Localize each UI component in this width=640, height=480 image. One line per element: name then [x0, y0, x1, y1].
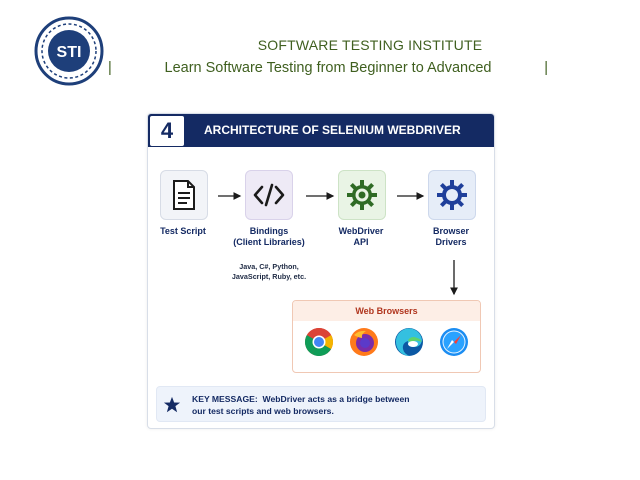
star-icon — [163, 396, 181, 413]
architecture-slide: 4 ARCHITECTURE OF SELENIUM WEBDRIVER Tes… — [147, 113, 495, 429]
key-message-box: KEY MESSAGE: WebDriver acts as a bridge … — [156, 386, 486, 422]
code-icon — [253, 183, 285, 207]
gear-icon — [347, 180, 377, 210]
slide-title: ARCHITECTURE OF SELENIUM WEBDRIVER — [204, 123, 461, 137]
drivers-label-line2: Drivers — [435, 237, 467, 247]
bindings-label: Bindings (Client Libraries) — [224, 226, 314, 248]
webdriver-label-line1: WebDriver — [338, 226, 384, 236]
drivers-label-line1: Browser — [432, 226, 469, 236]
sti-logo: STI — [34, 16, 104, 86]
bindings-node — [245, 170, 293, 220]
languages-line2: JavaScript, Ruby, etc. — [231, 272, 307, 281]
key-message-line1: WebDriver acts as a bridge between — [262, 394, 410, 404]
key-message-line2: our test scripts and web browsers. — [192, 406, 334, 416]
web-browsers-title: Web Browsers — [293, 301, 480, 321]
logo-text: STI — [57, 44, 82, 61]
webdriver-api-node — [338, 170, 386, 220]
key-message-label: KEY MESSAGE: — [192, 394, 258, 404]
tagline: Learn Software Testing from Beginner to … — [164, 60, 492, 76]
bindings-label-line1: Bindings — [249, 226, 289, 236]
flow-arrows — [218, 192, 458, 296]
webdriver-label-line2: API — [353, 237, 369, 247]
separator-left: | — [108, 60, 112, 76]
webdriver-api-label: WebDriver API — [326, 226, 396, 248]
tagline-row: | Learn Software Testing from Beginner t… — [108, 60, 548, 76]
edge-icon — [394, 328, 423, 357]
browser-drivers-node — [428, 170, 476, 220]
separator-right: | — [544, 60, 548, 76]
test-script-label: Test Script — [160, 226, 206, 236]
chrome-icon — [305, 328, 334, 356]
slide-header: 4 ARCHITECTURE OF SELENIUM WEBDRIVER — [148, 114, 494, 147]
bindings-languages: Java, C#, Python, JavaScript, Ruby, etc. — [218, 262, 320, 282]
key-message-text: KEY MESSAGE: WebDriver acts as a bridge … — [192, 393, 462, 417]
web-browsers-panel: Web Browsers — [292, 300, 481, 373]
browser-drivers-label: Browser Drivers — [416, 226, 486, 248]
safari-icon — [439, 328, 468, 356]
institute-title: SOFTWARE TESTING INSTITUTE — [257, 37, 483, 53]
document-icon — [173, 180, 195, 210]
bindings-label-line2: (Client Libraries) — [233, 237, 305, 247]
test-script-node — [160, 170, 208, 220]
gear-icon — [437, 180, 467, 210]
languages-line1: Java, C#, Python, — [239, 262, 299, 271]
firefox-icon — [350, 328, 379, 356]
step-badge: 4 — [150, 116, 184, 146]
browser-icons-row — [293, 321, 480, 357]
